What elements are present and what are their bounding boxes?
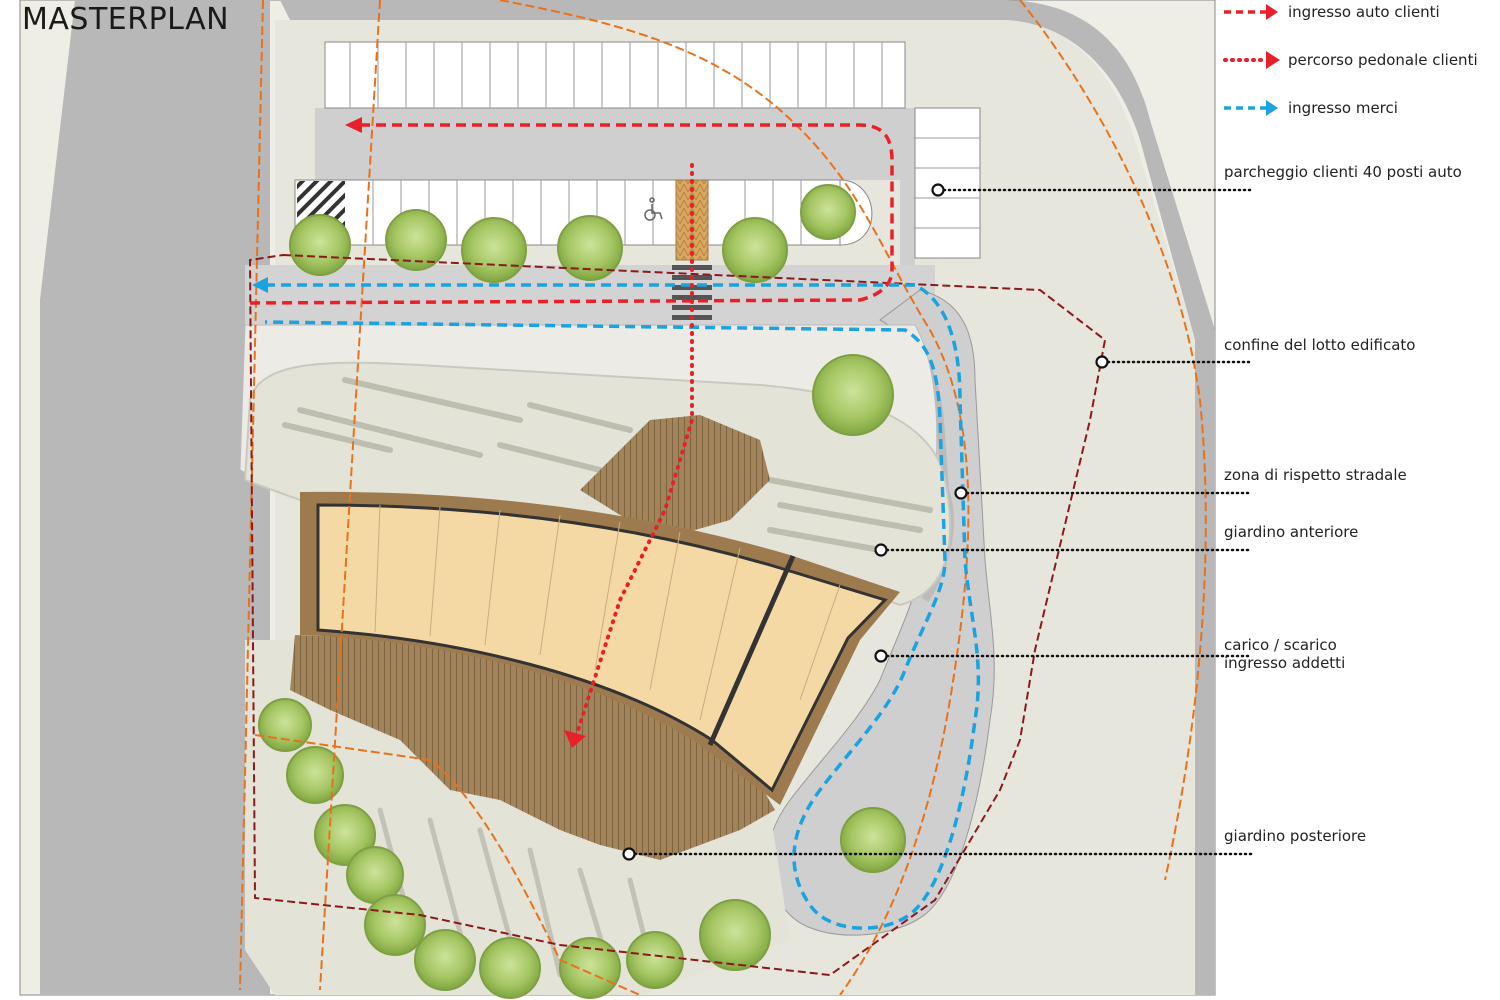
legend-item-goods: ingresso merci <box>1222 96 1398 120</box>
tree <box>800 184 856 240</box>
tree <box>559 937 621 999</box>
goods-path-arrow <box>252 277 268 293</box>
stall-lines-top <box>349 42 883 108</box>
car-path <box>244 123 894 305</box>
pedestrian-path-arrow <box>564 730 586 748</box>
road-west <box>40 0 270 995</box>
annotation-road-setback: zona di rispetto stradale <box>1224 466 1407 484</box>
dotted-red-arrow-icon <box>1223 51 1280 69</box>
lot-boundary <box>248 253 1107 977</box>
planting-strips-front <box>282 377 933 553</box>
tree <box>840 807 906 873</box>
legend-item-car: ingresso auto clienti <box>1222 0 1440 24</box>
page-title: MASTERPLAN <box>22 2 230 37</box>
tree <box>812 354 894 436</box>
annotation-lot-boundary: confine del lotto edificato <box>1224 336 1416 354</box>
dashed-blue-arrow-icon <box>1224 100 1278 116</box>
annotation-loading: carico / scarico <box>1224 636 1337 654</box>
legend-label: ingresso merci <box>1288 99 1398 117</box>
leader-markers <box>622 183 1109 861</box>
tree <box>364 894 426 956</box>
legend-label: ingresso auto clienti <box>1288 3 1440 21</box>
tree <box>461 217 527 283</box>
building-floor <box>316 503 888 793</box>
legend-label: percorso pedonale clienti <box>1288 51 1478 69</box>
legend-item-pedestrian: percorso pedonale clienti <box>1222 48 1478 72</box>
annotation-rear-garden: giardino posteriore <box>1224 827 1367 845</box>
tree <box>699 899 771 971</box>
tree <box>289 214 351 276</box>
building-partition <box>707 554 796 747</box>
parking-stalls-right <box>914 107 981 259</box>
goods-path <box>264 283 981 930</box>
tree <box>286 746 344 804</box>
tree <box>258 698 312 752</box>
annotation-staff-entrance: ingresso addetti <box>1224 654 1346 672</box>
car-path-arrow <box>345 117 362 133</box>
wheelchair-icon <box>644 197 663 221</box>
pedestrian-path <box>576 163 694 732</box>
tree <box>722 217 788 283</box>
parking-lane <box>315 108 915 180</box>
annotation-parking: parcheggio clienti 40 posti auto <box>1224 163 1462 181</box>
trees <box>258 184 906 999</box>
rear-deck <box>290 635 775 860</box>
tree <box>479 937 541 999</box>
annotation-front-garden: giardino anteriore <box>1224 523 1359 541</box>
tree <box>414 929 476 991</box>
building-grid <box>374 504 841 721</box>
tree <box>626 931 684 989</box>
road-setback-lines <box>239 0 1207 996</box>
leader-lines <box>633 188 1254 856</box>
tree <box>385 209 447 271</box>
parking-stalls-top <box>324 41 906 109</box>
dashed-red-arrow-icon <box>1224 4 1278 20</box>
tree <box>557 215 623 281</box>
